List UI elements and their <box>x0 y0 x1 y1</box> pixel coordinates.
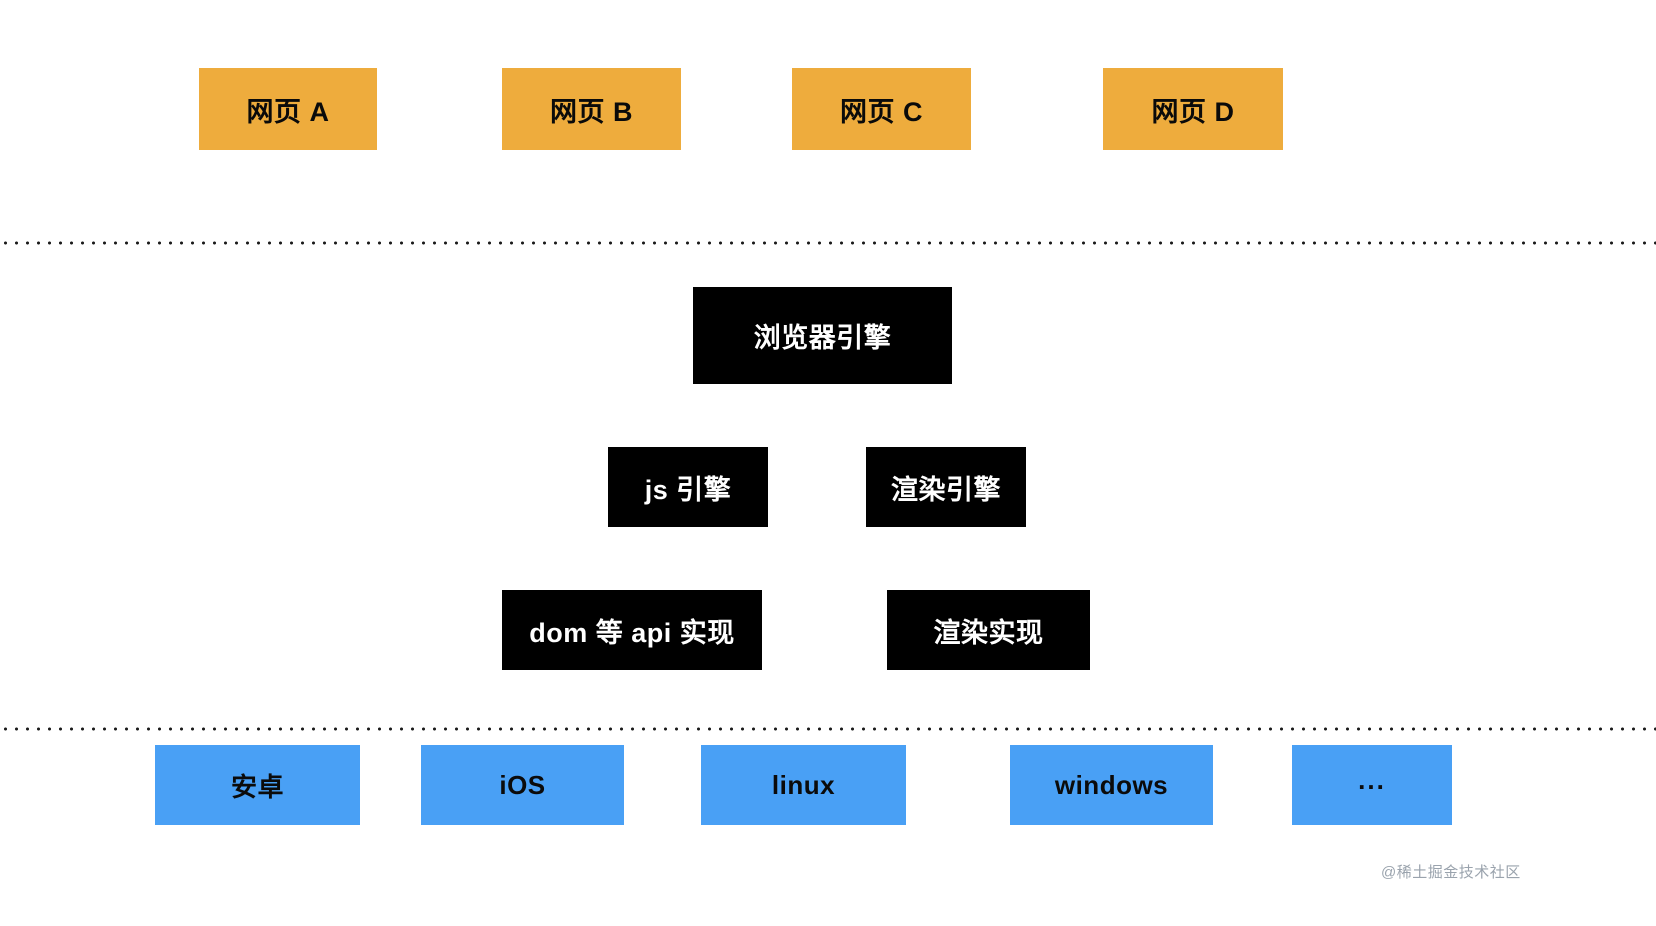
page-box-d: 网页 D <box>1103 68 1283 150</box>
os-box-ios-label: iOS <box>499 769 546 800</box>
render-engine-label: 渲染引擎 <box>891 474 1001 505</box>
page-box-c: 网页 C <box>792 68 971 150</box>
os-box-android: 安卓 <box>155 745 360 825</box>
browser-engine-label: 浏览器引擎 <box>753 323 892 353</box>
render-impl-label: 渲染实现 <box>933 617 1044 648</box>
dom-api-impl-label: dom 等 api 实现 <box>529 617 735 648</box>
os-box-android-label: 安卓 <box>230 771 284 802</box>
divider-engine-os <box>0 727 1656 731</box>
os-box-linux-label: linux <box>771 769 836 800</box>
page-box-a-label: 网页 A <box>246 96 330 127</box>
os-box-more: ... <box>1292 745 1452 825</box>
os-box-more-label: ... <box>1358 764 1386 795</box>
os-box-windows-label: windows <box>1054 769 1169 800</box>
page-box-b-label: 网页 B <box>550 96 633 127</box>
dom-api-impl-box: dom 等 api 实现 <box>502 590 762 670</box>
browser-engine-box: 浏览器引擎 <box>693 287 952 384</box>
page-box-b: 网页 B <box>502 68 681 150</box>
render-engine-box: 渲染引擎 <box>866 447 1026 527</box>
render-impl-box: 渲染实现 <box>887 590 1090 670</box>
js-engine-label: js 引擎 <box>644 474 732 505</box>
os-box-ios: iOS <box>421 745 624 825</box>
watermark: @稀土掘金技术社区 <box>1381 864 1521 881</box>
os-box-linux: linux <box>701 745 906 825</box>
page-box-a: 网页 A <box>199 68 377 150</box>
page-box-c-label: 网页 C <box>840 96 923 127</box>
js-engine-box: js 引擎 <box>608 447 768 527</box>
page-box-d-label: 网页 D <box>1151 96 1235 127</box>
os-box-windows: windows <box>1010 745 1213 825</box>
divider-pages-engine <box>0 241 1656 245</box>
